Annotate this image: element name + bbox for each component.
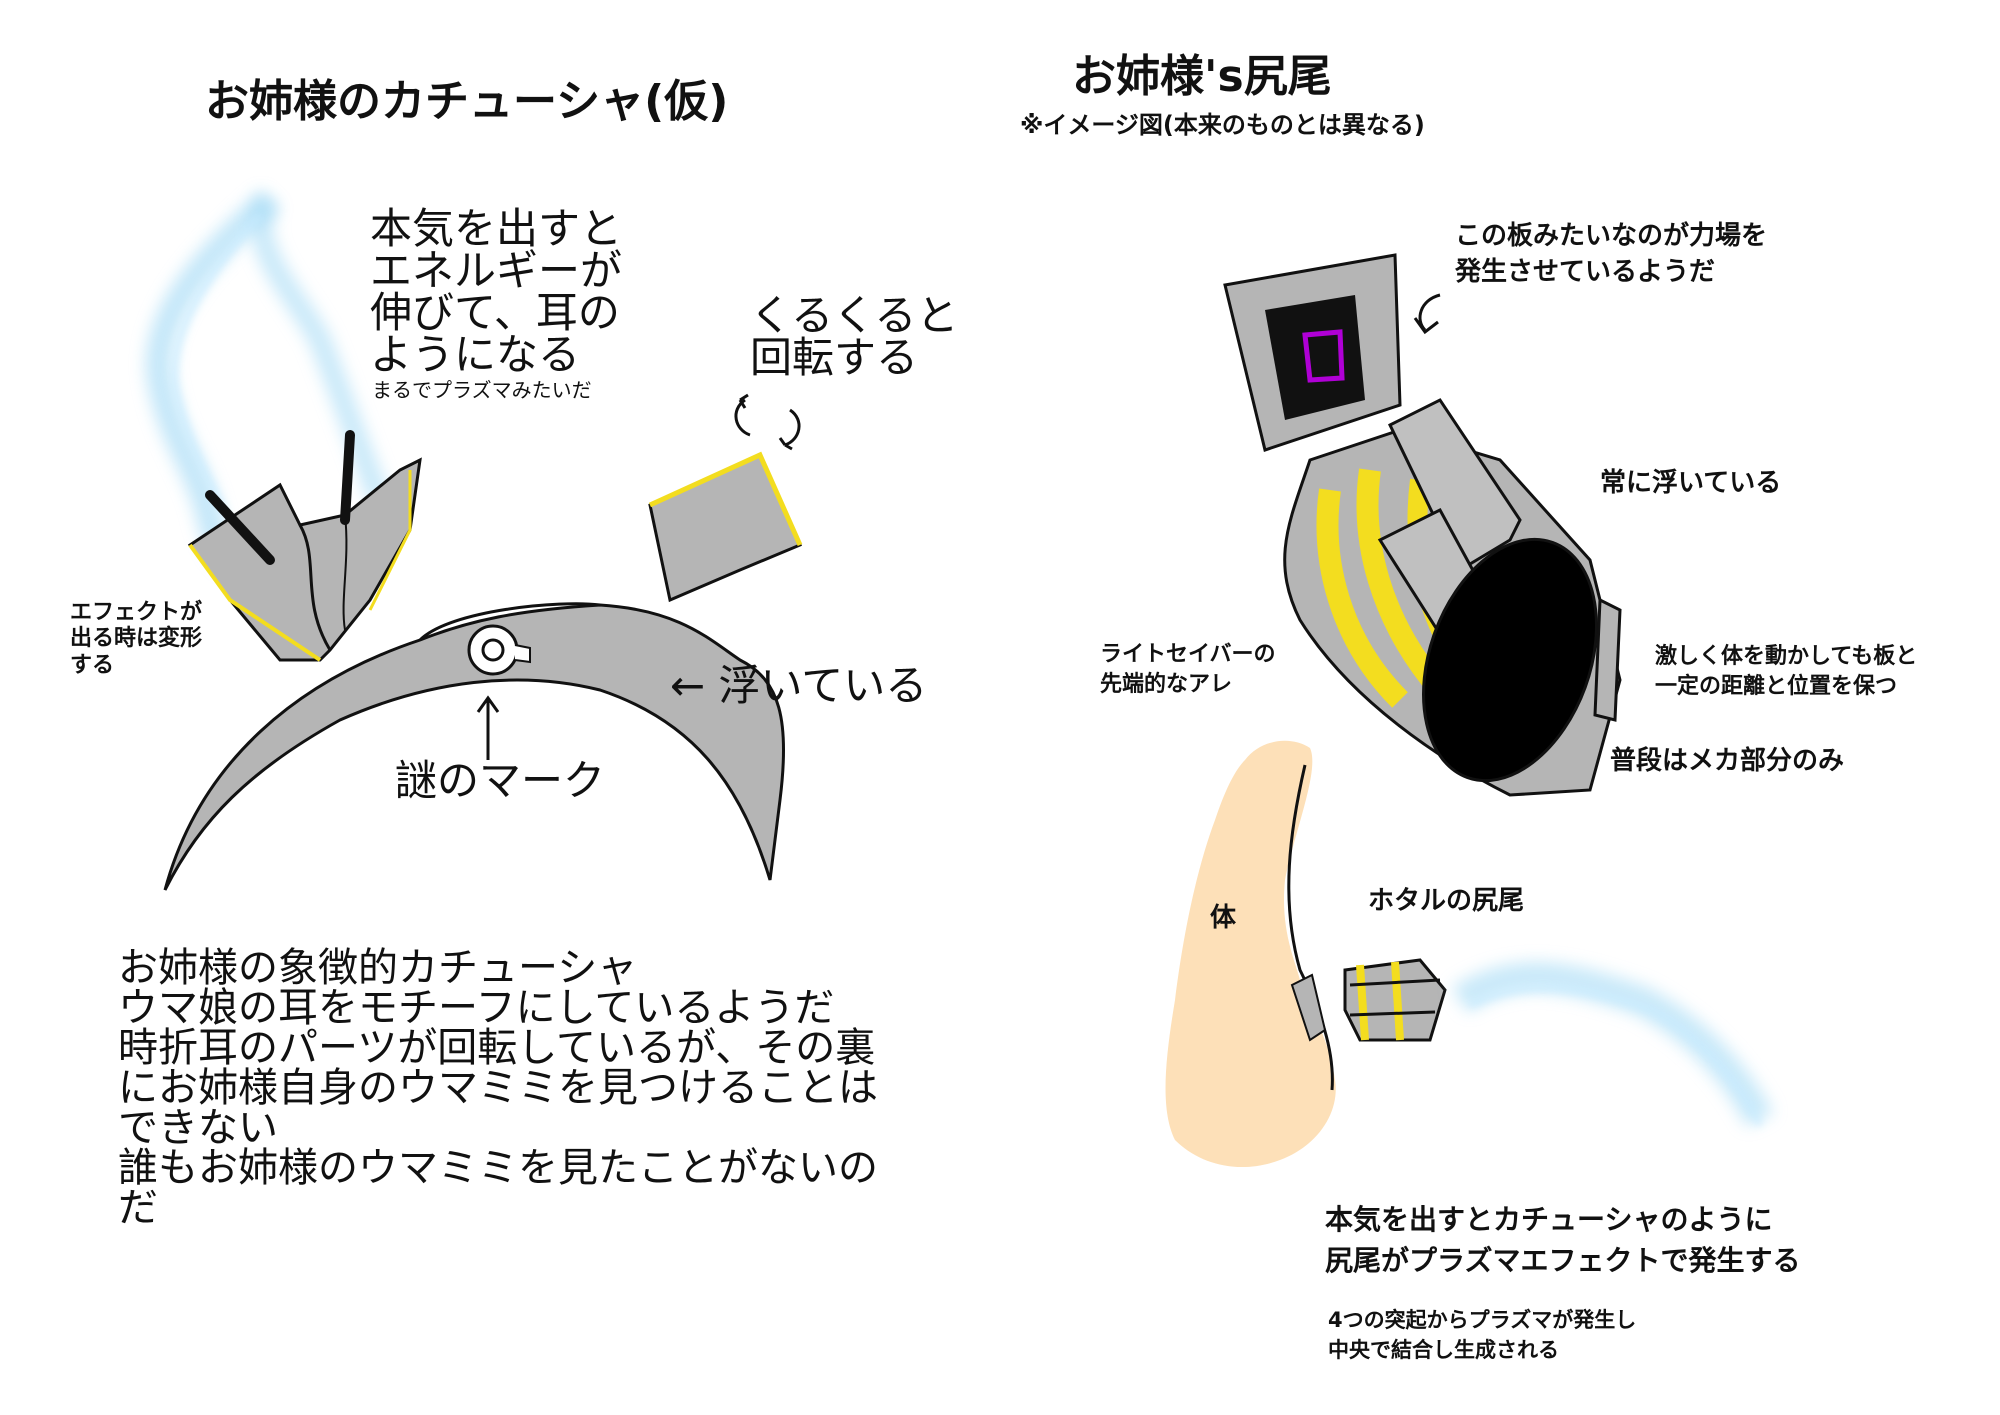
tail-title: お姉様's尻尾: [1072, 51, 1332, 102]
plate-note: この板みたいなのが力場を 発生させているようだ: [1455, 221, 1768, 288]
mecha-only-note: 普段はメカ部分のみ: [1610, 746, 1845, 776]
force-field-plate: [1223, 253, 1402, 452]
body-shape: [1165, 740, 1336, 1168]
effect-note: エフェクトが 出る時は変形 する: [70, 600, 203, 678]
body-label: 体: [1210, 903, 1237, 933]
generation-note: 4つの突起からプラズマが発生し 中央で結合し生成される: [1328, 1308, 1637, 1363]
mark-label: 謎のマーク: [395, 756, 606, 805]
always-floating-note: 常に浮いている: [1600, 468, 1782, 498]
headband-title: お姉様のカチューシャ(仮): [205, 76, 729, 127]
ear-piece-left: [187, 430, 422, 662]
small-tail-icon: [1343, 958, 1447, 1042]
saber-note: ライトセイバーの 先端的なアレ: [1100, 642, 1276, 697]
mystery-mark-icon: [467, 624, 531, 676]
energy-note: 本気を出すと エネルギーが 伸びて、耳の ようになる: [370, 204, 623, 379]
hotaru-tail-label: ホタルの尻尾: [1368, 886, 1525, 916]
floating-label: ← 浮いている: [670, 661, 928, 710]
plate-arrow: [1413, 293, 1441, 335]
headband-shape: [163, 603, 786, 891]
plasma-wisp-right: [1451, 961, 1774, 1127]
tail-mechanism: [1283, 398, 1622, 797]
headband-description: お姉様の象徴的カチューシャ ウマ娘の耳をモチーフにしているようだ 時折耳のパーツ…: [118, 945, 878, 1231]
distance-note: 激しく体を動かしても板と 一定の距離と位置を保つ: [1655, 644, 1918, 699]
ear-piece-right: [648, 451, 803, 603]
spin-note: くるくると 回転する: [750, 291, 959, 382]
full-power-note: 本気を出すとカチューシャのように 尻尾がプラズマエフェクトで発生する: [1325, 1203, 1801, 1277]
plasma-note: まるでプラズマみたいだ: [372, 378, 592, 402]
spin-arrows-icon: [734, 393, 801, 451]
tail-subtitle: ※イメージ図(本来のものとは異なる): [1020, 111, 1425, 139]
